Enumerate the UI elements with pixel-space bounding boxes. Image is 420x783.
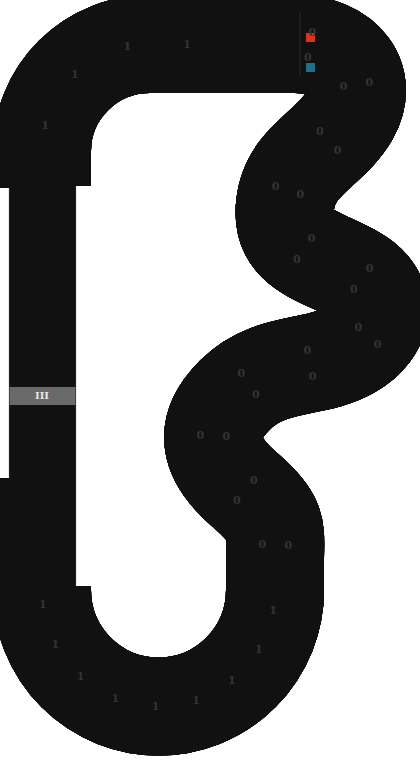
segment-number: 1 xyxy=(111,693,119,704)
track-surface xyxy=(42,44,379,707)
segment-number: 0 xyxy=(284,540,292,551)
segment-number: 1 xyxy=(41,120,49,131)
segment-number: 0 xyxy=(250,475,258,486)
segment-number: 0 xyxy=(309,371,317,382)
segment-number: 1 xyxy=(183,39,191,50)
segment-number: 0 xyxy=(233,495,241,506)
edge-line xyxy=(9,188,10,478)
segment-number: 0 xyxy=(340,81,348,92)
segment-number: 0 xyxy=(316,126,324,137)
segment-number: 0 xyxy=(297,189,305,200)
segment-number: 1 xyxy=(152,701,160,712)
segment-number: 0 xyxy=(308,27,316,38)
marker-label: III xyxy=(35,391,49,401)
segment-number: 0 xyxy=(196,430,204,441)
green-border xyxy=(42,44,379,707)
segment-number: 0 xyxy=(222,431,230,442)
segment-number: 1 xyxy=(255,644,263,655)
lane-gap xyxy=(42,44,379,707)
segment-number: 1 xyxy=(71,69,79,80)
start-line xyxy=(299,11,301,77)
track-outline xyxy=(42,44,379,707)
segment-number: 1 xyxy=(39,599,47,610)
segment-number: 1 xyxy=(228,675,236,686)
segment-number: 1 xyxy=(123,41,131,52)
red-lane xyxy=(42,44,379,707)
segment-number: 0 xyxy=(304,52,312,63)
segment-number: 0 xyxy=(334,145,342,156)
segment-number: 1 xyxy=(51,639,59,650)
lane-divider xyxy=(42,44,379,707)
blue-lane xyxy=(42,44,379,707)
edge-line xyxy=(75,186,76,586)
segment-number: 0 xyxy=(350,284,358,295)
segment-number: 0 xyxy=(374,339,382,350)
segment-number: 1 xyxy=(192,695,200,706)
segment-number: 0 xyxy=(366,263,374,274)
segment-number: 0 xyxy=(354,322,362,333)
segment-number: 1 xyxy=(77,671,85,682)
segment-number: 0 xyxy=(366,77,374,88)
segment-number: 0 xyxy=(258,539,266,550)
blue-car-marker xyxy=(306,63,315,72)
plain-edge xyxy=(0,188,9,478)
segment-number: 0 xyxy=(304,345,312,356)
segment-number: 0 xyxy=(293,254,301,265)
plain-edge xyxy=(76,186,91,586)
segment-number: 0 xyxy=(272,181,280,192)
segment-lines xyxy=(42,44,379,707)
segment-number: 1 xyxy=(269,605,277,616)
segment-number: 0 xyxy=(252,389,260,400)
segment-number: 0 xyxy=(237,368,245,379)
segment-number: 0 xyxy=(308,233,316,244)
track-edge xyxy=(42,44,379,707)
marker-band xyxy=(10,387,76,405)
